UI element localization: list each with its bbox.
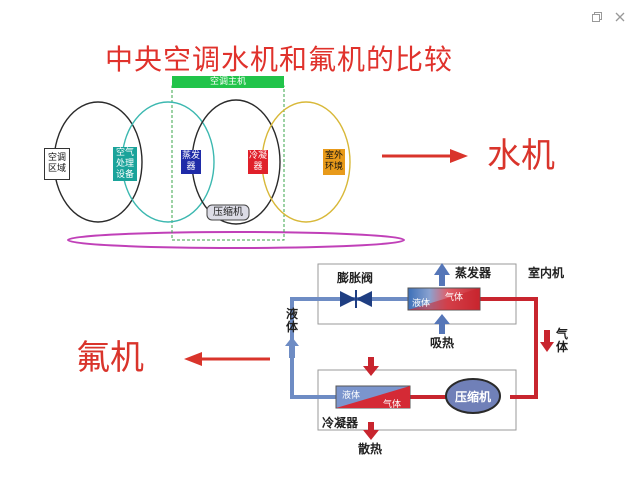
box-air-handling-unit: 空气处理设备 <box>113 147 137 181</box>
evaporator-label: 蒸发器 <box>455 266 492 280</box>
main-unit-label: 空调主机 <box>209 76 246 87</box>
release-heat-arrow <box>363 430 379 440</box>
condenser-gas-label: 气体 <box>383 400 402 410</box>
evaporator-liquid-label: 液体 <box>412 299 431 309</box>
box-air-conditioned-area: 空调区域 <box>44 148 70 180</box>
release-heat-label: 散热 <box>358 442 383 456</box>
water-system-label: 水机 <box>487 136 555 176</box>
outdoor-unit-frame <box>317 369 517 431</box>
arrow-to-freon-label <box>184 352 202 366</box>
page-title: 中央空调水机和氟机的比较 <box>105 43 454 76</box>
box-condenser-top: 冷凝器 <box>248 150 268 174</box>
water-loop-ring <box>67 231 405 249</box>
absorb-heat-label: 吸热 <box>430 336 455 350</box>
expansion-valve-label: 膨胀阀 <box>337 271 374 285</box>
indoor-unit-frame <box>317 263 517 325</box>
box-evaporator-top: 蒸发器 <box>181 150 201 174</box>
gas-right-label: 气体 <box>555 327 568 354</box>
gas-flow-arrow <box>540 342 554 352</box>
absorb-heat-arrow <box>434 314 450 324</box>
condenser-liquid-label: 液体 <box>342 391 361 401</box>
main-unit-header <box>172 76 284 88</box>
liquid-left-label: 液体 <box>285 307 298 334</box>
freon-system-label: 氟机 <box>76 338 144 378</box>
box-outdoor-environment: 室外环境 <box>323 149 345 175</box>
freon-compressor <box>445 378 501 414</box>
water-compressor-label: 压缩机 <box>213 207 243 218</box>
arrow-to-water-label <box>450 149 468 163</box>
freon-compressor-label: 压缩机 <box>455 390 492 404</box>
expansion-valve-symbol <box>340 291 356 307</box>
indoor-unit-label: 室内机 <box>528 266 565 280</box>
water-compressor-box <box>206 204 250 221</box>
evaporator-gas-label: 气体 <box>445 293 464 303</box>
restore-icon[interactable] <box>591 8 603 22</box>
condenser-label: 冷凝器 <box>322 416 359 430</box>
heat-out-arrow-top <box>434 263 450 275</box>
close-icon[interactable] <box>614 8 626 22</box>
liquid-flow-arrow <box>285 337 299 346</box>
heat-in-arrow <box>363 366 379 376</box>
